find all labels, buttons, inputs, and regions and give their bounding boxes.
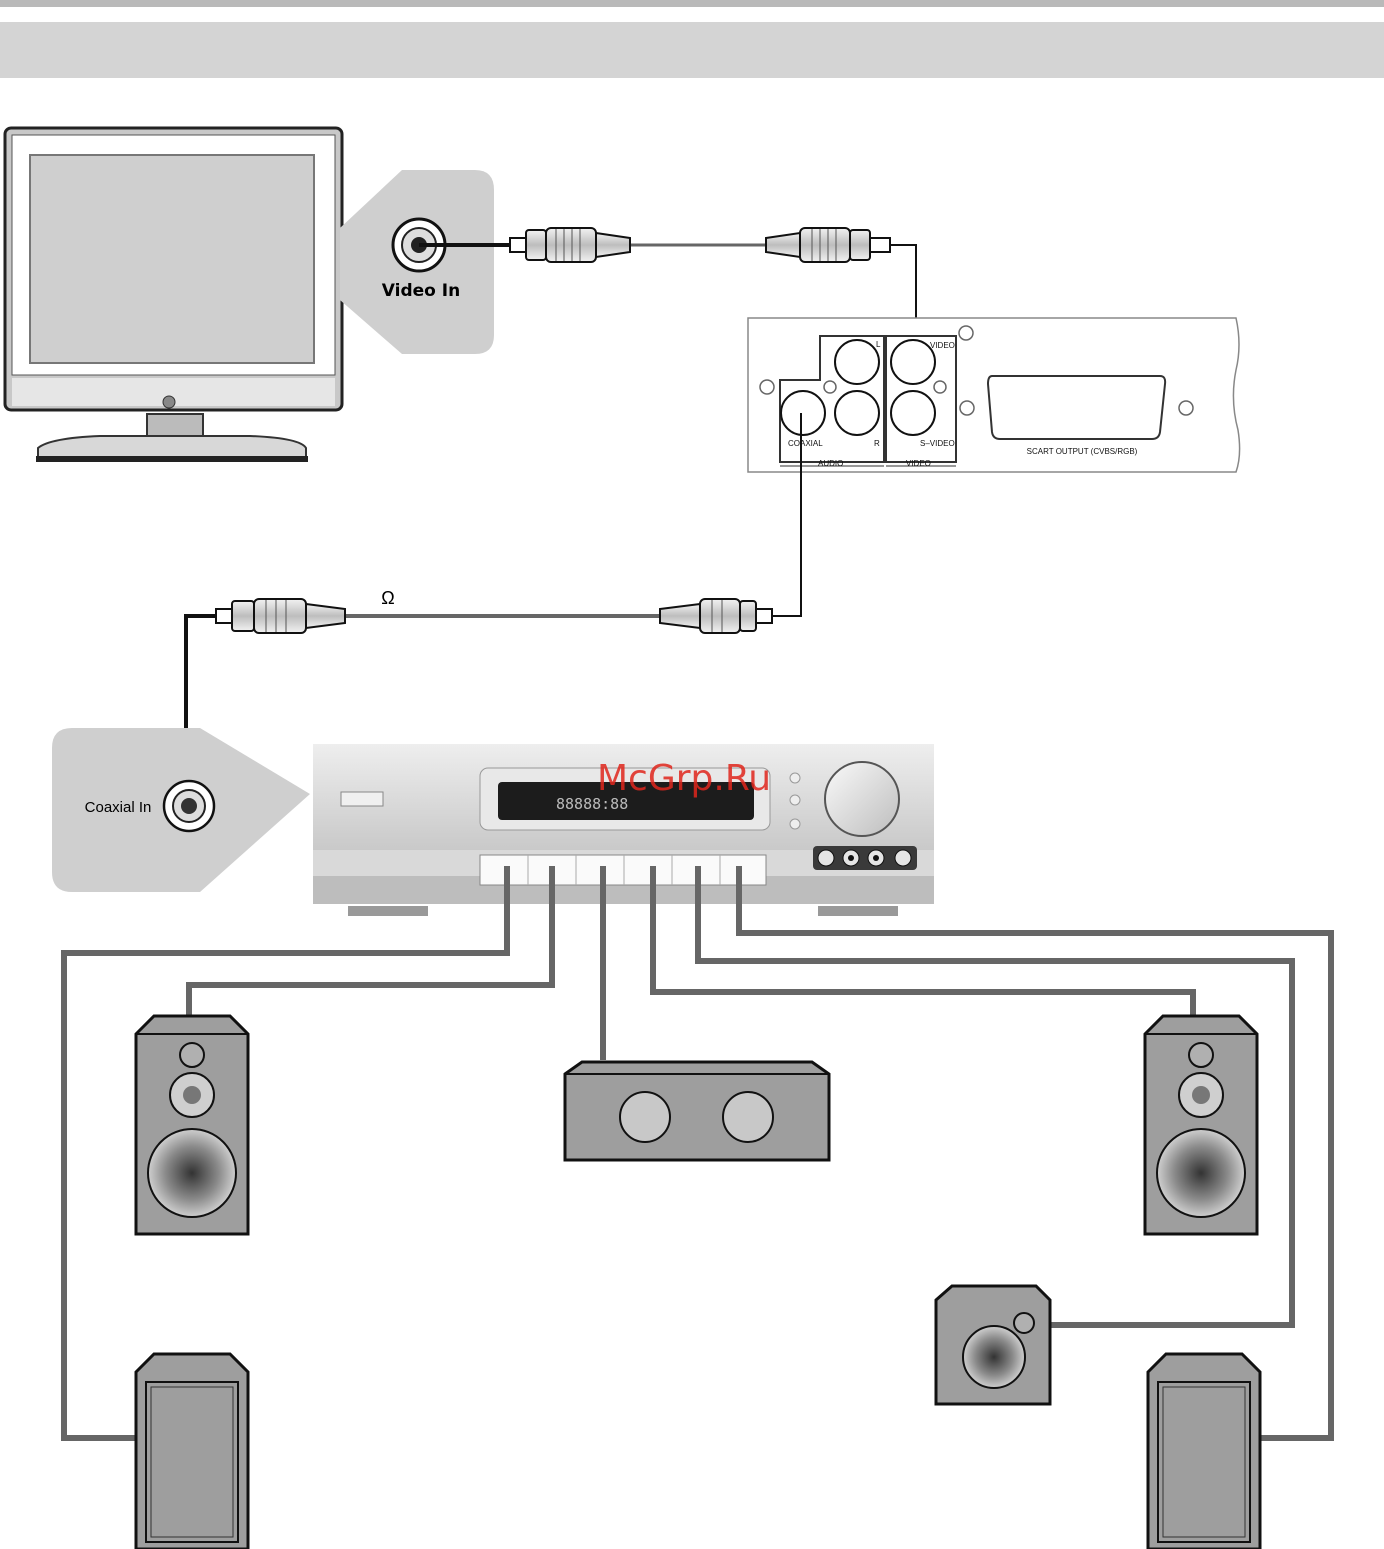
volume-knob [825, 762, 899, 836]
rear-right-speaker [1148, 1354, 1260, 1549]
audio-r-jack [835, 391, 879, 435]
coaxial-in-label: Coaxial In [85, 799, 152, 816]
video-in-callout: Video In [340, 170, 494, 354]
rca-plug-left [510, 228, 630, 262]
wire-rear-left [64, 866, 507, 1438]
svg-text:COAXIAL: COAXIAL [788, 439, 823, 448]
tv-screen [30, 155, 314, 363]
lcd-tv [5, 128, 342, 462]
svg-text:SCART OUTPUT (CVBS/RGB): SCART OUTPUT (CVBS/RGB) [1027, 447, 1138, 456]
rca-plug-right [766, 228, 890, 262]
center-speaker [565, 1062, 829, 1160]
subwoofer [936, 1286, 1050, 1404]
front-right-speaker [1145, 1016, 1257, 1234]
svg-text:VIDEO: VIDEO [906, 459, 931, 468]
video-out-jack [891, 340, 935, 384]
top-stripe [0, 0, 1384, 7]
svg-text:AUDIO: AUDIO [818, 459, 843, 468]
svg-text:L: L [876, 340, 881, 349]
front-left-speaker [136, 1016, 248, 1234]
scart-connector [988, 376, 1165, 439]
title-banner [0, 22, 1384, 78]
svg-text:R: R [874, 439, 880, 448]
coaxial-in-callout: Coaxial In [52, 728, 310, 892]
svg-text:S–VIDEO: S–VIDEO [920, 439, 955, 448]
rear-left-speaker [136, 1354, 248, 1549]
audio-l-jack [835, 340, 879, 384]
tv-power-button [163, 396, 175, 408]
coax-plug-right [660, 599, 772, 633]
coax-symbol: Ω [381, 588, 394, 608]
coax-plug-left [216, 599, 345, 633]
s-video-jack [891, 391, 935, 435]
svg-text:VIDEO: VIDEO [930, 341, 955, 350]
player-rear-panel: L R COAXIAL AUDIO VIDEO S–VIDEO VIDEO SC… [748, 318, 1240, 472]
speaker-terminals [480, 855, 766, 885]
video-in-label: Video In [382, 281, 460, 301]
watermark: McGrp.Ru [597, 758, 771, 799]
coaxial-jack [781, 391, 825, 435]
av-receiver: 88888:88 McGrp.Ru [313, 744, 934, 916]
header [0, 0, 1384, 78]
